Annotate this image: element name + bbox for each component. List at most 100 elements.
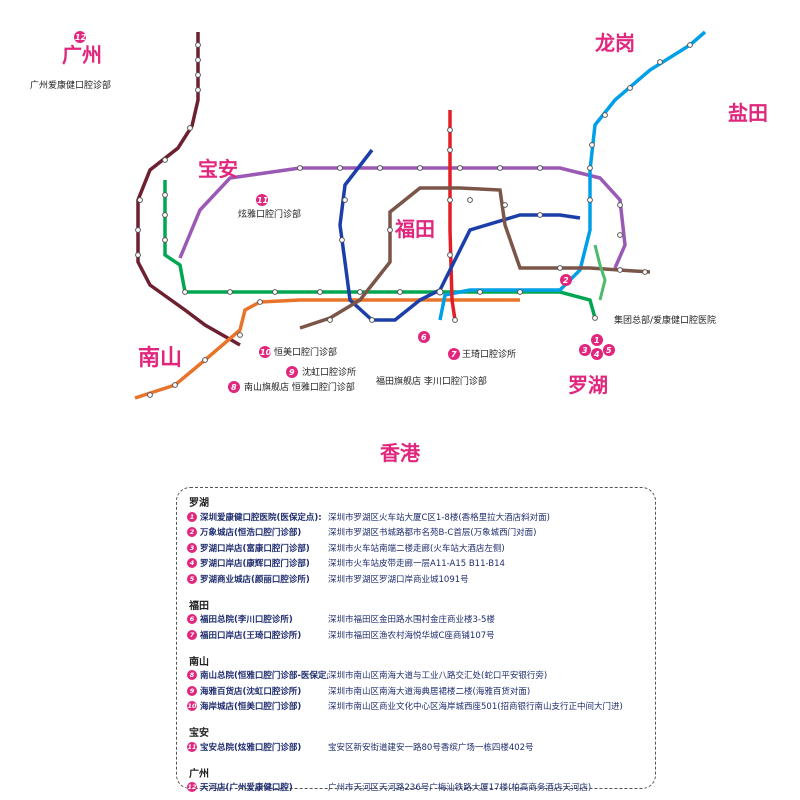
metro-line-1 — [163, 180, 597, 319]
clinic-number-badge: 11 — [187, 741, 197, 752]
clinic-name: 海岸城店(恒美口腔门诊部) — [200, 702, 302, 713]
clinic-name: 天河店(广州爱康健口腔) — [200, 783, 293, 794]
badge-1-icon — [591, 334, 603, 346]
clinic-name: 福田总院(李川口腔诊所) — [200, 615, 293, 626]
clinic-address: 宝安区新安街道建安一路80号香缤广场一栋四楼402号 — [328, 742, 534, 753]
clinic-address: 深圳市南山区南海大道与工业八路交汇处(蛇口平安银行旁) — [328, 671, 548, 682]
badge-4-icon — [591, 348, 603, 360]
clinic-name: 罗湖商业城店(颜丽口腔诊所) — [200, 574, 310, 585]
badge-3-icon — [579, 344, 591, 356]
clinic-number-badge: 9 — [187, 685, 197, 696]
badge-3-text: 3 — [582, 346, 588, 355]
clinic-address: 深圳市福田区渔农村海悦华城C座商铺107号 — [328, 630, 495, 641]
clinic-number-badge: 10 — [187, 701, 197, 712]
badge-2-icon — [560, 274, 572, 286]
badge-7-text: 7 — [451, 350, 457, 359]
clinic-number-badge: 1 — [187, 511, 197, 522]
clinic-name: 万象城店(恒浩口腔门诊部) — [200, 528, 302, 539]
badge-1-text: 1 — [594, 336, 600, 345]
badge-8-icon — [228, 381, 240, 393]
clinic-name: 罗湖口岸店(富康口腔门诊部) — [200, 543, 310, 554]
guangzhou-clinic-label: 广州爱康健口腔诊部 — [30, 79, 111, 91]
clinic-address: 广州市天河区天河路236号广梅汕铁路大厦17楼(柏高商务酒店天河店) — [328, 783, 592, 794]
metro-line-10 — [593, 244, 607, 301]
legend-group-title: 南山 — [189, 656, 209, 668]
badge-10-icon — [259, 346, 271, 358]
legend-group-title: 罗湖 — [189, 498, 209, 509]
badge-6-text: 6 — [421, 333, 427, 342]
clinic-address: 深圳市罗湖区书城路都市名苑B-C首层(万象城西门对面) — [328, 528, 537, 539]
clinic-address: 深圳市火车站皮带走廊一层A11-A15 B11-B14 — [328, 559, 505, 570]
station-markers — [135, 42, 693, 398]
badge-9-text: 9 — [289, 368, 295, 377]
metro-line-2 — [134, 298, 520, 400]
clinic-address: 深圳市火车站南端二楼走廊(火车站大酒店左侧) — [328, 543, 505, 554]
badge-7-icon — [448, 348, 460, 360]
metro-map: 广州 宝安 福田 南山 龙岗 盐田 罗湖 香港 12 广州爱康健口腔诊部 11 … — [30, 30, 768, 465]
metro-line-4 — [448, 110, 457, 321]
clinic-name: 福田口岸店(王琦口腔诊所) — [200, 630, 302, 641]
district-guangzhou: 广州 — [62, 43, 102, 67]
clinic-address: 深圳市罗湖区罗湖口岸商业城1091号 — [328, 574, 469, 585]
nanshan-flagship-label: 南山旗舰店 恒雅口腔门诊部 — [244, 381, 355, 393]
clinic-number-badge: 6 — [187, 614, 197, 625]
clinic-address: 深圳市福田区金田路水围村金庄商业楼3-5楼 — [328, 615, 495, 626]
shenhong-label: 沈虹口腔诊所 — [302, 366, 356, 378]
legend-group-title: 广州 — [189, 768, 209, 780]
district-yantian: 盐田 — [728, 101, 768, 125]
badge-5-text: 5 — [606, 346, 612, 355]
clinic-number-badge: 12 — [187, 782, 197, 793]
metro-line-3 — [438, 30, 707, 321]
district-longgang: 龙岗 — [595, 31, 635, 55]
badge-9-icon — [286, 366, 298, 378]
badge-10-text: 10 — [260, 348, 272, 357]
futian-flagship-label: 福田旗舰店 李川口腔门诊部 — [376, 375, 487, 387]
clinic-number-badge: 5 — [187, 573, 197, 584]
badge-8-text: 8 — [231, 383, 237, 392]
metro-line-11 — [136, 32, 241, 347]
badge-12-text: 12 — [75, 33, 87, 42]
clinic-address: 深圳市南山区商业文化中心区海岸城西座501(招商银行南山支行正中间大门进) — [328, 702, 623, 713]
clinic-name: 南山总院(恒雅口腔门诊部-医保定点) — [200, 671, 328, 682]
hq-label: 集团总部/爱康健口腔医院 — [614, 314, 716, 326]
clinic-number-badge: 4 — [187, 558, 197, 569]
clinic-number-badge: 2 — [187, 527, 197, 538]
badge-4-text: 4 — [593, 350, 600, 359]
clinic-address: 深圳市罗湖区火车站大厦C区1-8楼(香格里拉大酒店斜对面) — [328, 512, 550, 523]
clinic-number-badge: 7 — [187, 629, 197, 640]
clinic-name: 深圳爱康健口腔医院(医保定点): — [200, 512, 322, 523]
district-luohu: 罗湖 — [568, 373, 608, 397]
clinic-name: 罗湖口岸店(康辉口腔门诊部) — [200, 559, 310, 570]
badge-12-icon — [74, 31, 86, 43]
baoan-clinic-label: 炫雅口腔门诊部 — [238, 208, 301, 220]
district-futian: 福田 — [394, 217, 435, 241]
metro-line-7 — [338, 148, 581, 322]
legend-group-title: 宝安 — [189, 728, 209, 739]
badge-5-icon — [603, 344, 615, 356]
district-baoan: 宝安 — [198, 157, 238, 181]
clinic-name: 海雅百货店(沈虹口腔诊所) — [200, 686, 302, 697]
district-nanshan: 南山 — [138, 346, 182, 371]
badge-6-icon — [418, 331, 430, 343]
clinic-address: 深圳市南山区南海大道海典居裙楼二楼(海雅百货对面) — [328, 686, 531, 697]
badge-11-icon — [256, 194, 268, 206]
clinic-number-badge: 3 — [187, 542, 197, 553]
